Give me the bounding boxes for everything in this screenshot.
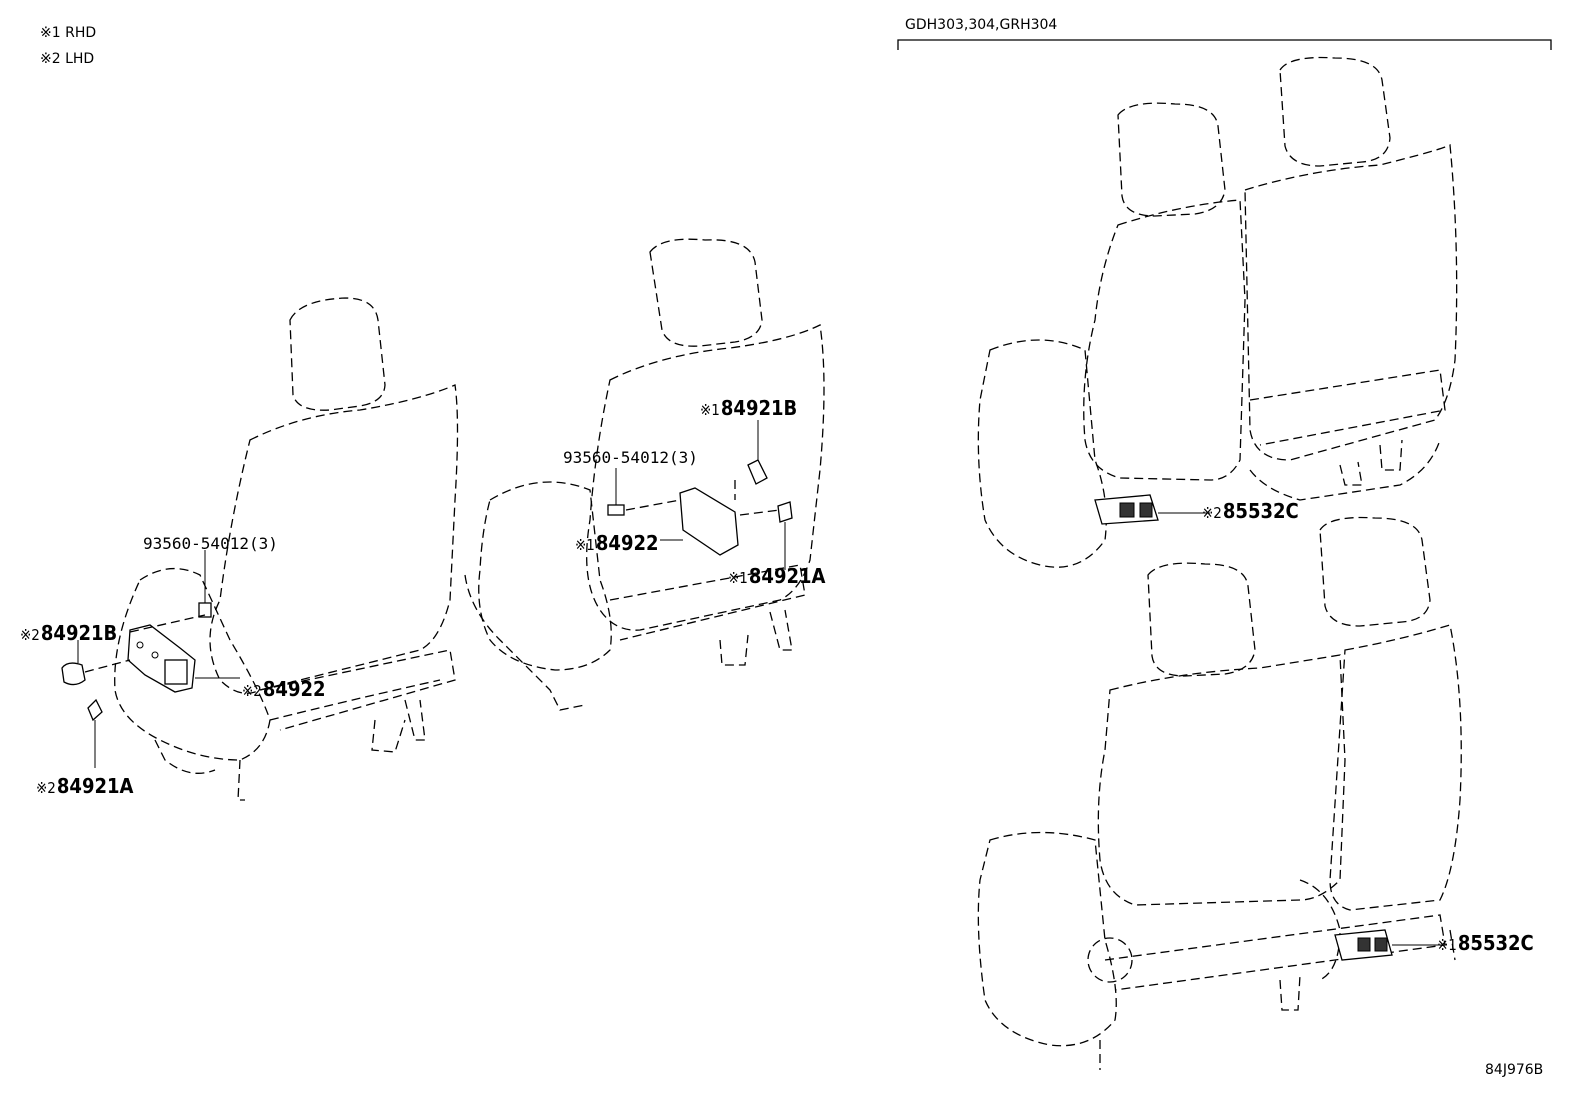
label-84921A-left: ※284921A — [36, 774, 134, 798]
switch-85532C-bottom — [1334, 929, 1445, 961]
label-84922-left: ※284922 — [242, 677, 326, 701]
label-85532C-top: ※285532C — [1202, 499, 1299, 523]
label-84922-center: ※184922 — [575, 531, 659, 555]
label-84921B-center: ※184921B — [700, 396, 798, 420]
legend-lhd: ※2 LHD — [40, 51, 95, 67]
seat-left — [114, 297, 459, 801]
label-bolt-left: 93560-54012(3) — [143, 534, 278, 553]
seat-right-bottom — [977, 516, 1462, 1070]
label-84921B-left: ※284921B — [20, 621, 118, 645]
seat-center — [464, 238, 825, 711]
legend-rhd: ※1 RHD — [40, 25, 97, 41]
seat-right-top — [977, 56, 1458, 568]
knob-84921A-left — [87, 698, 103, 768]
knob-84921B-left — [61, 640, 131, 686]
knob-84921A-center — [777, 501, 793, 570]
switch-85532C-top — [1094, 494, 1210, 525]
switch-bracket-left — [127, 624, 240, 693]
bolt-left — [198, 550, 212, 618]
figure-code: 84J976B — [1485, 1062, 1544, 1078]
model-header: GDH303,304,GRH304 — [905, 17, 1058, 33]
label-84921A-center: ※184921A — [728, 564, 826, 588]
bolt-center — [607, 468, 625, 516]
label-bolt-center: 93560-54012(3) — [563, 448, 698, 467]
model-bracket — [897, 39, 1552, 50]
center-parts — [607, 420, 793, 570]
switch-bracket-center — [660, 487, 739, 556]
left-parts — [61, 550, 240, 768]
knob-84921B-center — [747, 420, 768, 485]
label-85532C-bottom: ※185532C — [1437, 931, 1534, 955]
